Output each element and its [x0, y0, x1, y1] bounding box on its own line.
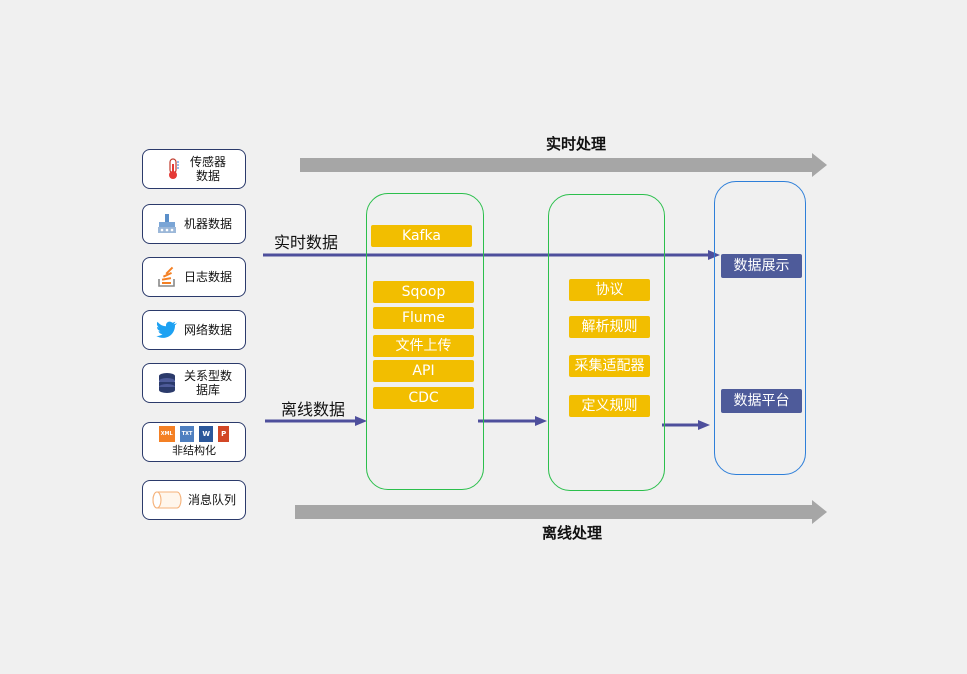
machine-icon — [156, 213, 178, 235]
xml-file-icon: XML — [158, 426, 175, 442]
ingestion-to-processing-arrow — [478, 416, 547, 426]
kafka-tag: Kafka — [371, 225, 472, 247]
cdc-tag: CDC — [373, 387, 474, 409]
offline-data-label: 离线数据 — [281, 400, 346, 419]
offline-data-arrow — [265, 416, 367, 426]
source-sensor-data: 传感器 数据 — [142, 149, 246, 189]
data-platform-tag: 数据平台 — [721, 389, 802, 413]
realtime-data-label: 实时数据 — [274, 233, 339, 252]
define-rules-tag: 定义规则 — [569, 395, 650, 417]
log-icon — [156, 266, 178, 288]
flume-tag: Flume — [373, 307, 474, 329]
thermometer-icon — [162, 158, 184, 180]
bird-icon — [156, 319, 178, 341]
data-display-tag: 数据展示 — [721, 254, 802, 278]
word-file-icon: W — [199, 426, 214, 442]
platform-group — [714, 181, 806, 475]
processing-group — [548, 194, 665, 491]
realtime-processing-heading: 实时处理 — [546, 135, 607, 153]
source-label: 传感器 数据 — [189, 155, 226, 183]
source-message-queue: 消息队列 — [142, 480, 246, 520]
cylinder-icon — [152, 489, 182, 511]
ingestion-group — [366, 193, 484, 490]
offline-processing-heading: 离线处理 — [542, 524, 603, 542]
collection-adapter-tag: 采集适配器 — [569, 355, 650, 377]
source-label: 网络数据 — [183, 323, 232, 337]
file-upload-tag: 文件上传 — [373, 335, 474, 357]
source-label: 日志数据 — [183, 270, 232, 284]
processing-to-platform-arrow — [662, 420, 710, 430]
source-log-data: 日志数据 — [142, 257, 246, 297]
txt-file-icon: TXT — [179, 426, 195, 442]
source-label: 机器数据 — [183, 217, 232, 231]
source-label: 消息队列 — [187, 493, 236, 507]
protocol-tag: 协议 — [569, 279, 650, 301]
realtime-processing-arrow — [300, 153, 827, 177]
parse-rules-tag: 解析规则 — [569, 316, 650, 338]
source-unstructured: XML TXT W P 非结构化 — [142, 422, 246, 462]
offline-processing-arrow — [295, 500, 827, 524]
database-icon — [156, 372, 178, 394]
source-machine-data: 机器数据 — [142, 204, 246, 244]
api-tag: API — [373, 360, 474, 382]
source-relational-database: 关系型数 据库 — [142, 363, 246, 403]
ppt-file-icon: P — [218, 426, 230, 442]
source-network-data: 网络数据 — [142, 310, 246, 350]
source-label: 关系型数 据库 — [183, 369, 232, 397]
sqoop-tag: Sqoop — [373, 281, 474, 303]
source-label: 非结构化 — [172, 444, 216, 457]
file-types-icon: XML TXT W P — [158, 426, 230, 442]
